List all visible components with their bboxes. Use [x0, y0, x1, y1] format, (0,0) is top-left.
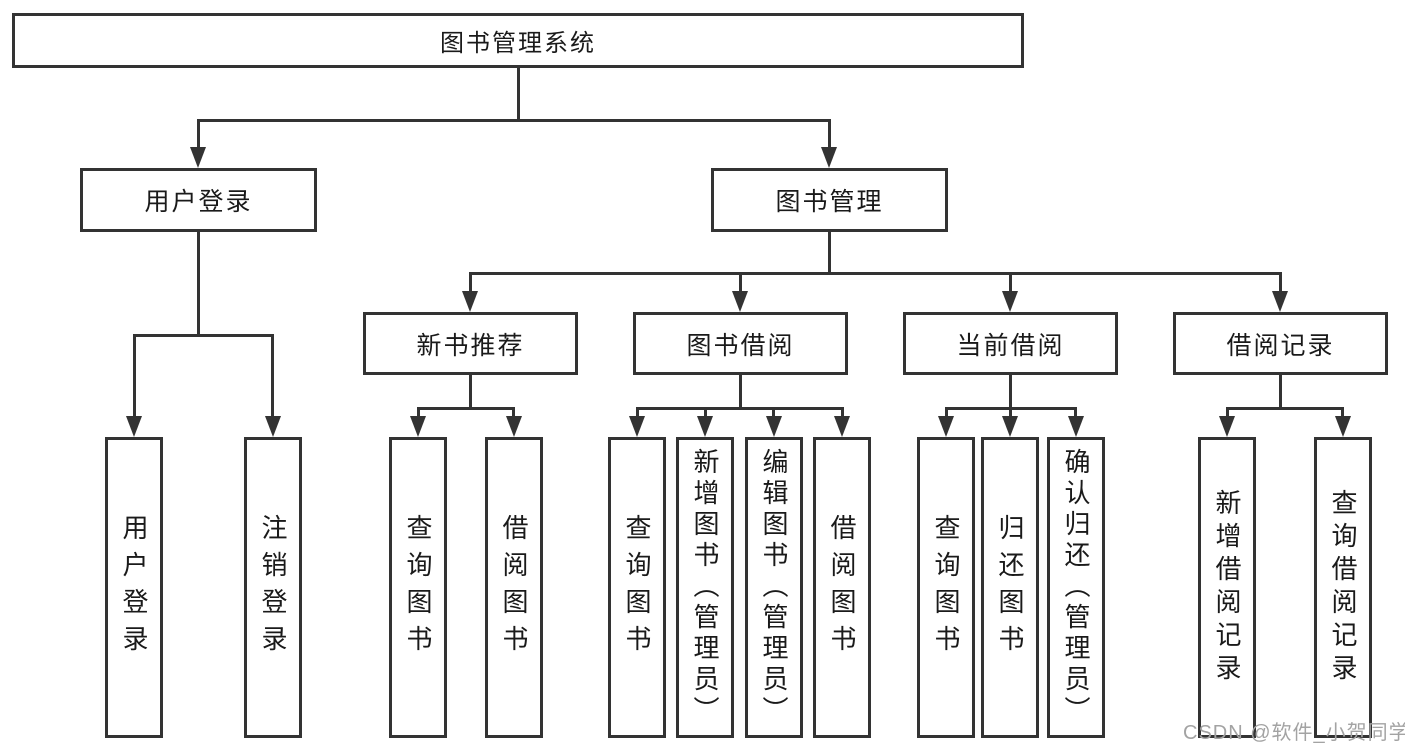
node-user-login: 用户登录 [80, 168, 317, 232]
leaf-edit-books-admin: 编辑图书（管理员） [745, 437, 803, 738]
connector-mgmt-drop-4 [1279, 272, 1282, 292]
connector-records-stem [1279, 372, 1282, 410]
node-root: 图书管理系统 [12, 13, 1024, 68]
connector-mgmt-bus [469, 272, 1282, 275]
leaf-add-borrow-record: 新增借阅记录 [1198, 437, 1256, 738]
node-new-book-recommend-label: 新书推荐 [416, 331, 525, 360]
leaf-label: 查询图书 [622, 513, 652, 662]
connector-current-stem [1009, 372, 1012, 410]
connector-borrow-drop-2 [704, 407, 707, 417]
connector-current-drop-1 [945, 407, 948, 417]
arrow-down-icon [462, 291, 478, 312]
leaf-label: 借阅图书 [499, 513, 529, 662]
connector-current-drop-3 [1074, 407, 1077, 417]
connector-records-drop-2 [1341, 407, 1344, 417]
csdn-watermark: CSDN @软件_小贺同学 [1183, 722, 1405, 744]
leaf-query-borrow-record: 查询借阅记录 [1314, 437, 1372, 738]
leaf-borrow-query-books: 查询图书 [608, 437, 666, 738]
connector-mgmt-drop-3 [1009, 272, 1012, 292]
arrow-down-icon [1335, 416, 1351, 437]
arrow-down-icon [766, 416, 782, 437]
leaf-borrow-books: 借阅图书 [813, 437, 871, 738]
connector-mgmt-drop-1 [469, 272, 472, 292]
leaf-label: 新增借阅记录 [1212, 488, 1242, 687]
connector-borrow-drop-4 [841, 407, 844, 417]
arrow-down-icon [1068, 416, 1084, 437]
connector-root-drop-right [828, 119, 831, 148]
node-root-label: 图书管理系统 [440, 30, 596, 57]
connector-recommend-drop-2 [512, 407, 515, 417]
leaf-label: 编辑图书（管理员） [759, 448, 789, 727]
node-borrow-records: 借阅记录 [1173, 312, 1388, 375]
connector-borrow-bus [636, 407, 843, 410]
connector-records-drop-1 [1226, 407, 1229, 417]
arrow-down-icon [265, 416, 281, 437]
node-user-login-label: 用户登录 [144, 188, 253, 216]
connector-borrow-drop-3 [772, 407, 775, 417]
leaf-label: 新增图书（管理员） [690, 448, 720, 727]
leaf-recommend-query-books: 查询图书 [389, 437, 447, 738]
node-book-management-label: 图书管理 [775, 188, 884, 216]
connector-root-bus [197, 119, 831, 122]
connector-borrow-drop-1 [636, 407, 639, 417]
leaf-label: 查询借阅记录 [1328, 488, 1358, 687]
node-book-borrow-label: 图书借阅 [686, 331, 795, 360]
connector-login-bus [133, 334, 274, 337]
connector-mgmt-stem [828, 229, 831, 274]
node-current-borrow: 当前借阅 [903, 312, 1118, 375]
arrow-down-icon [506, 416, 522, 437]
arrow-down-icon [190, 147, 206, 168]
arrow-down-icon [821, 147, 837, 168]
connector-mgmt-drop-2 [739, 272, 742, 292]
connector-current-drop-2 [1009, 407, 1012, 417]
arrow-down-icon [1002, 416, 1018, 437]
connector-records-bus [1226, 407, 1344, 410]
connector-recommend-bus [417, 407, 515, 410]
leaf-label: 用户登录 [119, 513, 149, 662]
leaf-label: 注销登录 [258, 513, 288, 662]
connector-root-drop-left [197, 119, 200, 148]
connector-borrow-stem [739, 372, 742, 410]
leaf-current-query-books: 查询图书 [917, 437, 975, 738]
connector-login-drop-left [133, 334, 136, 418]
leaf-add-books-admin: 新增图书（管理员） [676, 437, 734, 738]
leaf-label: 查询图书 [931, 513, 961, 662]
arrow-down-icon [697, 416, 713, 437]
node-current-borrow-label: 当前借阅 [956, 331, 1065, 360]
arrow-down-icon [938, 416, 954, 437]
node-book-management: 图书管理 [711, 168, 948, 232]
arrow-down-icon [1002, 291, 1018, 312]
arrow-down-icon [410, 416, 426, 437]
arrow-down-icon [1219, 416, 1235, 437]
connector-recommend-stem [469, 372, 472, 410]
connector-login-drop-right [271, 334, 274, 418]
leaf-user-login: 用户登录 [105, 437, 163, 738]
leaf-label: 查询图书 [403, 513, 433, 662]
leaf-recommend-borrow-books: 借阅图书 [485, 437, 543, 738]
leaf-label: 借阅图书 [827, 513, 857, 662]
leaf-logout: 注销登录 [244, 437, 302, 738]
node-new-book-recommend: 新书推荐 [363, 312, 578, 375]
connector-recommend-drop-1 [417, 407, 420, 417]
node-book-borrow: 图书借阅 [633, 312, 848, 375]
leaf-confirm-return-admin: 确认归还（管理员） [1047, 437, 1105, 738]
leaf-label: 确认归还（管理员） [1061, 448, 1091, 727]
connector-login-stem [197, 229, 200, 337]
arrow-down-icon [629, 416, 645, 437]
leaf-label: 归还图书 [995, 513, 1025, 662]
arrow-down-icon [732, 291, 748, 312]
arrow-down-icon [126, 416, 142, 437]
leaf-return-books: 归还图书 [981, 437, 1039, 738]
connector-root-stem [517, 66, 520, 121]
arrow-down-icon [1272, 291, 1288, 312]
arrow-down-icon [834, 416, 850, 437]
node-borrow-records-label: 借阅记录 [1226, 331, 1335, 360]
